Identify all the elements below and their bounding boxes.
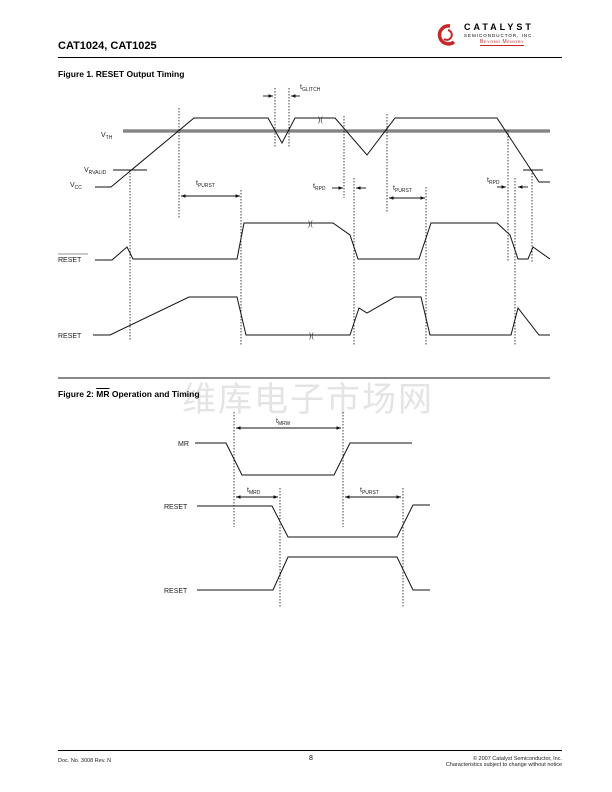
document-title: CAT1024, CAT1025 xyxy=(58,40,157,52)
figure2-diagram: tMRW MR tMRD tPURST RESET RESET xyxy=(164,412,430,607)
reset-bar-waveform-fig2 xyxy=(197,504,430,538)
reset-waveform-fig2 xyxy=(197,556,430,591)
copyright: © 2007 Catalyst Semiconductor, Inc. xyxy=(472,756,562,762)
vcc-waveform xyxy=(95,117,550,188)
figure2-title-suffix: Operation and Timing xyxy=(109,389,200,399)
break-mark: )( xyxy=(318,117,323,124)
vth-label: VTH xyxy=(101,132,113,141)
logo-name: CATALYST xyxy=(464,22,534,32)
catalyst-logo: CATALYST SEMICONDUCTOR, INC. Beyond Memo… xyxy=(436,20,566,50)
tpurst-label-1: tPURST xyxy=(196,180,215,189)
figure2-title-mr: MR xyxy=(96,389,110,399)
figure2-title-prefix: Figure 2: xyxy=(58,389,97,399)
reset-label-fig2: RESET xyxy=(164,588,188,595)
header-divider xyxy=(58,57,562,58)
logo-tagline: Beyond Memory xyxy=(480,39,525,46)
mr-waveform xyxy=(195,442,412,476)
logo-subtitle: SEMICONDUCTOR, INC. xyxy=(464,33,535,38)
page-number: 8 xyxy=(309,755,313,762)
vcc-label: VCC xyxy=(70,182,82,191)
vrvalid-label: VRVALID xyxy=(84,167,107,176)
reset-bar-label-fig2: RESET xyxy=(164,504,188,511)
svg-text:)(: )( xyxy=(309,333,314,340)
reset-waveform xyxy=(93,296,550,336)
tpurst-label-fig2: tPURST xyxy=(360,487,379,496)
svg-text:)(: )( xyxy=(308,221,313,228)
tglitch-label: tGLITCH xyxy=(300,84,321,93)
notice: Characteristics subject to change withou… xyxy=(445,762,562,768)
figure1-title: Figure 1. RESET Output Timing xyxy=(58,69,185,79)
reset-bar-label: RESET xyxy=(58,257,82,264)
tpurst-label-2: tPURST xyxy=(393,185,412,194)
footer-right: © 2007 Catalyst Semiconductor, Inc. Char… xyxy=(446,756,562,768)
figure1-diagram: VTH VRVALID VCC )( tGLITCH tPURST tRPD xyxy=(58,84,551,345)
footer-divider xyxy=(58,750,562,751)
trpd-label-2: tRPD xyxy=(487,177,500,186)
trpd-label-1: tRPD xyxy=(313,183,326,192)
mr-label: MR xyxy=(178,441,189,448)
doc-number: Doc. No. 3008 Rev. N xyxy=(58,758,112,764)
tmrd-label: tMRD xyxy=(247,487,261,496)
reset-bar-waveform xyxy=(95,222,551,261)
watermark: 维库电子市场网 xyxy=(182,380,434,420)
figure2-title: Figure 2: MR Operation and Timing xyxy=(58,389,200,399)
tmrw-label: tMRW xyxy=(276,418,291,427)
reset-label: RESET xyxy=(58,333,82,340)
